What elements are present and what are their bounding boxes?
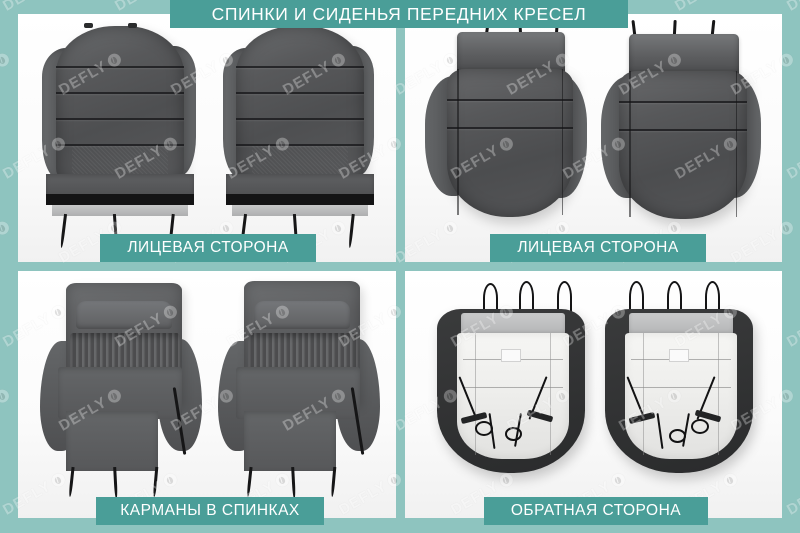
watermark-text: DEFLY [784,0,800,15]
watermark-item: DEFLY [0,218,12,267]
pocket-skirt-lower [66,411,158,471]
backrest-skirt [46,174,194,196]
product-photo-reverse-side [405,271,782,518]
cord-loop [669,429,686,443]
watermark-item: DEFLY [784,302,800,351]
gray-edge-strip [232,205,368,216]
backrest-skirt [226,174,374,196]
cushion-top-flap [629,34,739,76]
caption-top-left: ЛИЦЕВАЯ СТОРОНА [100,234,316,262]
watermark-logo-icon [0,51,12,70]
photo-panel-top-left [18,14,396,262]
product-photo-backrest-face [18,14,396,262]
watermark-text: DEFLY [0,0,54,15]
watermark-text: DEFLY [784,141,800,183]
photo-panel-top-right [405,14,782,262]
pocket-skirt-upper [236,367,360,419]
black-trim-band [226,194,374,205]
cord-loop [691,419,709,434]
top-gray-band [461,313,565,335]
caption-bottom-right: ОБРАТНАЯ СТОРОНА [484,497,708,525]
caption-text: ЛИЦЕВАЯ СТОРОНА [127,239,289,256]
headrest-slot [128,23,137,28]
cushion-center-panel [447,69,573,217]
cushion-center-panel [619,71,747,219]
watermark-item: DEFLY [0,0,68,15]
gathered-pocket [248,333,358,369]
pocket-top-flap [254,301,350,329]
product-photo-backrest-pockets [18,271,396,518]
product-photo-cushion-face [405,14,782,262]
gathered-pocket [70,333,180,369]
pocket-top-flap [76,301,172,329]
watermark-item: DEFLY [784,134,800,183]
care-label [669,349,689,362]
caption-text: КАРМАНЫ В СПИНКАХ [120,502,300,519]
photo-panel-bottom-left [18,271,396,518]
caption-text: ЛИЦЕВАЯ СТОРОНА [517,239,679,256]
top-gray-band [629,313,733,335]
watermark-text: DEFLY [784,477,800,519]
care-label [501,349,521,362]
cord-loop [505,427,522,441]
photo-panel-bottom-right [405,271,782,518]
caption-bottom-left: КАРМАНЫ В СПИНКАХ [96,497,324,525]
watermark-item: DEFLY [0,50,12,99]
watermark-item: DEFLY [784,470,800,519]
watermark-text: DEFLY [672,0,726,15]
pocket-skirt-upper [58,367,182,419]
watermark-item: DEFLY [672,0,740,15]
caption-top-right: ЛИЦЕВАЯ СТОРОНА [490,234,706,262]
page-title-text: СПИНКИ И СИДЕНЬЯ ПЕРЕДНИХ КРЕСЕЛ [211,3,587,24]
cushion-top-flap [457,32,565,74]
headrest-slot [84,23,93,28]
caption-text: ОБРАТНАЯ СТОРОНА [510,502,682,519]
pocket-skirt-lower [244,411,336,471]
watermark-logo-icon [0,219,12,238]
watermark-logo-icon [0,387,12,406]
page-title: СПИНКИ И СИДЕНЬЯ ПЕРЕДНИХ КРЕСЕЛ [170,0,628,28]
watermark-item: DEFLY [784,0,800,15]
backrest-center-panel [236,26,364,184]
watermark-text: DEFLY [784,309,800,351]
watermark-text: DEFLY [112,0,166,15]
cord-loop [475,421,493,436]
black-trim-band [46,194,194,205]
backrest-center-panel [56,26,184,184]
gray-edge-strip [52,205,188,216]
divider-horizontal [18,262,782,271]
watermark-item: DEFLY [0,386,12,435]
